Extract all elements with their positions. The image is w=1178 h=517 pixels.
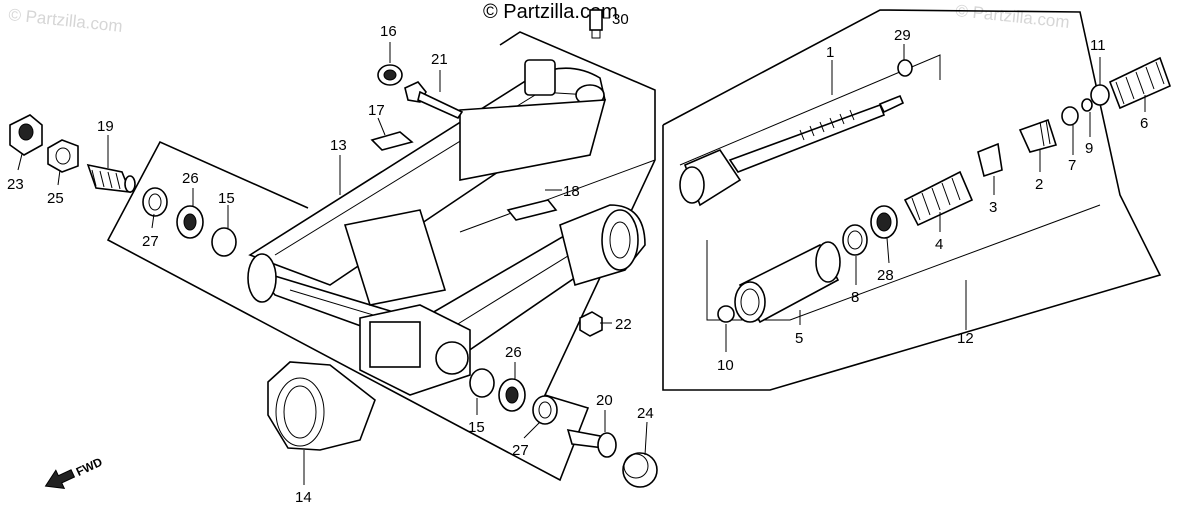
bearing-26-left: [176, 205, 204, 239]
watermark-right: © Partzilla.com: [955, 1, 1071, 32]
boot-14: [267, 361, 376, 451]
callout-12: 12: [957, 330, 974, 347]
driveshaft-upper-outline: [679, 54, 941, 166]
swingarm: [247, 59, 646, 396]
callout-17: 17: [368, 102, 385, 119]
callout-19: 19: [97, 118, 114, 135]
drive-shaft-1: [679, 94, 905, 207]
arrow-left-icon: [44, 469, 76, 489]
cap-15-right: [469, 368, 495, 398]
callout-18: 18: [563, 183, 580, 200]
bolt-21: [404, 81, 464, 120]
callout-2: 2: [1035, 176, 1043, 193]
washer-29: [897, 59, 913, 77]
callout-14: 14: [295, 489, 312, 506]
callout-26-right: 26: [505, 344, 522, 361]
pivot-bolt-19: [86, 163, 136, 193]
callout-9: 9: [1085, 140, 1093, 157]
callout-16: 16: [380, 23, 397, 40]
watermark-left: © Partzilla.com: [8, 5, 124, 36]
pivot-bolt-20: [566, 428, 617, 458]
callout-23: 23: [7, 176, 24, 193]
seal-27-left: [142, 187, 168, 217]
fwd-label: FWD: [74, 455, 105, 479]
label-18: [506, 199, 558, 221]
damper-case-5: [734, 241, 841, 324]
callout-15-left: 15: [218, 190, 235, 207]
callout-15-right: 15: [468, 419, 485, 436]
retainer-10: [717, 305, 735, 323]
cap-24: [622, 452, 658, 488]
callout-labels: 1 2 3 4 5 6 7 8 9 10 11 12 13 14 15 15 1…: [7, 11, 1148, 506]
callout-25: 25: [47, 190, 64, 207]
circlip-9: [1081, 98, 1093, 112]
callout-20: 20: [596, 392, 613, 409]
callout-3: 3: [989, 199, 997, 216]
label-17: [370, 131, 414, 151]
cam-follower-2: [1018, 118, 1058, 153]
grease-fitting-30: [589, 9, 603, 39]
callout-4: 4: [935, 236, 943, 253]
leader-lines: [17, 17, 1146, 485]
callout-28: 28: [877, 267, 894, 284]
callout-8: 8: [851, 289, 859, 306]
nut-23: [9, 114, 43, 156]
callout-5: 5: [795, 330, 803, 347]
fwd-arrow: FWD: [44, 455, 105, 489]
locknut-25: [47, 139, 79, 173]
callout-11: 11: [1090, 37, 1106, 54]
callout-30: 30: [612, 11, 629, 28]
washer-8: [842, 224, 868, 256]
bushing-16: [377, 64, 403, 86]
callout-1: 1: [826, 44, 834, 61]
circlip-11: [1090, 84, 1110, 106]
cam-3: [977, 142, 1003, 178]
spring-6: [1108, 56, 1172, 110]
cap-15-left: [211, 227, 237, 257]
washer-7: [1061, 106, 1079, 126]
callout-22: 22: [615, 316, 632, 333]
bearing-26-right: [498, 378, 526, 412]
swingarm-group-notch: [459, 159, 656, 233]
callout-10: 10: [717, 357, 734, 374]
callout-7: 7: [1068, 157, 1076, 174]
callout-27-left: 27: [142, 233, 159, 250]
watermark-center: © Partzilla.com: [483, 1, 618, 23]
driveshaft-group-outline: [662, 9, 1162, 391]
callout-29: 29: [894, 27, 911, 44]
callout-27-right: 27: [512, 442, 529, 459]
seal-28: [870, 205, 898, 239]
swingarm-group-outline: [106, 31, 656, 482]
callout-6: 6: [1140, 115, 1148, 132]
seal-27-right: [532, 395, 558, 425]
spring-4: [903, 170, 974, 227]
callout-21: 21: [431, 51, 448, 68]
callout-26-left: 26: [182, 170, 199, 187]
nut-22: [579, 311, 603, 337]
callout-13: 13: [330, 137, 347, 154]
callout-24: 24: [637, 405, 654, 422]
